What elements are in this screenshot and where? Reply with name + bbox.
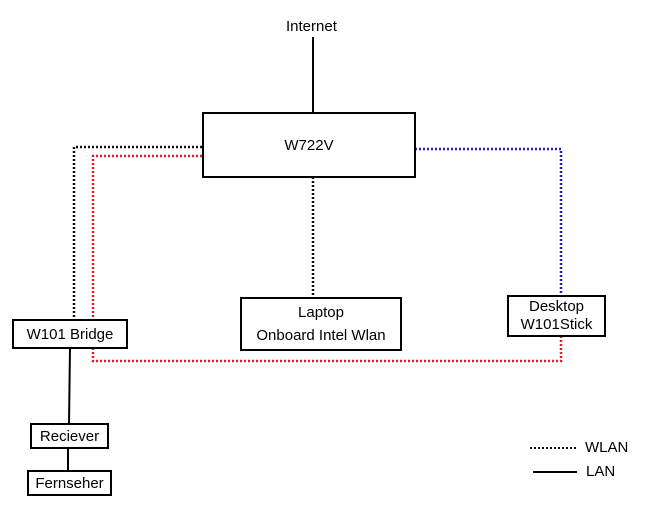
receiver-label: Reciever	[39, 427, 100, 445]
bridge-node[interactable]: W101 Bridge	[12, 319, 128, 349]
edge-bridge-desktop-red-wlan	[91, 336, 563, 363]
tv-node[interactable]: Fernseher	[27, 470, 112, 496]
laptop-node[interactable]: Laptop Onboard Intel Wlan	[240, 297, 402, 351]
edge-router-bridge-wlan	[72, 145, 202, 320]
internet-label: Internet	[286, 18, 337, 35]
legend-lan-label: LAN	[586, 463, 616, 480]
router-node[interactable]: W722V	[202, 112, 416, 178]
edge-router-desktop-red-wlan	[91, 154, 202, 320]
tv-label: Fernseher	[35, 474, 104, 492]
legend-wlan-label: WLAN	[585, 439, 629, 456]
desktop-label-line1: Desktop	[528, 298, 585, 315]
receiver-node[interactable]: Reciever	[30, 423, 109, 449]
bridge-label: W101 Bridge	[26, 325, 114, 343]
edge-router-desktop-blue-wlan	[415, 147, 563, 296]
desktop-label-line2: W101Stick	[520, 316, 593, 333]
desktop-node[interactable]: Desktop W101Stick	[507, 295, 606, 337]
laptop-label-line1: Laptop	[298, 304, 344, 321]
router-label: W722V	[284, 136, 334, 154]
laptop-label-line2: Onboard Intel Wlan	[256, 327, 386, 344]
edge-bridge-receiver-lan	[68, 347, 71, 425]
